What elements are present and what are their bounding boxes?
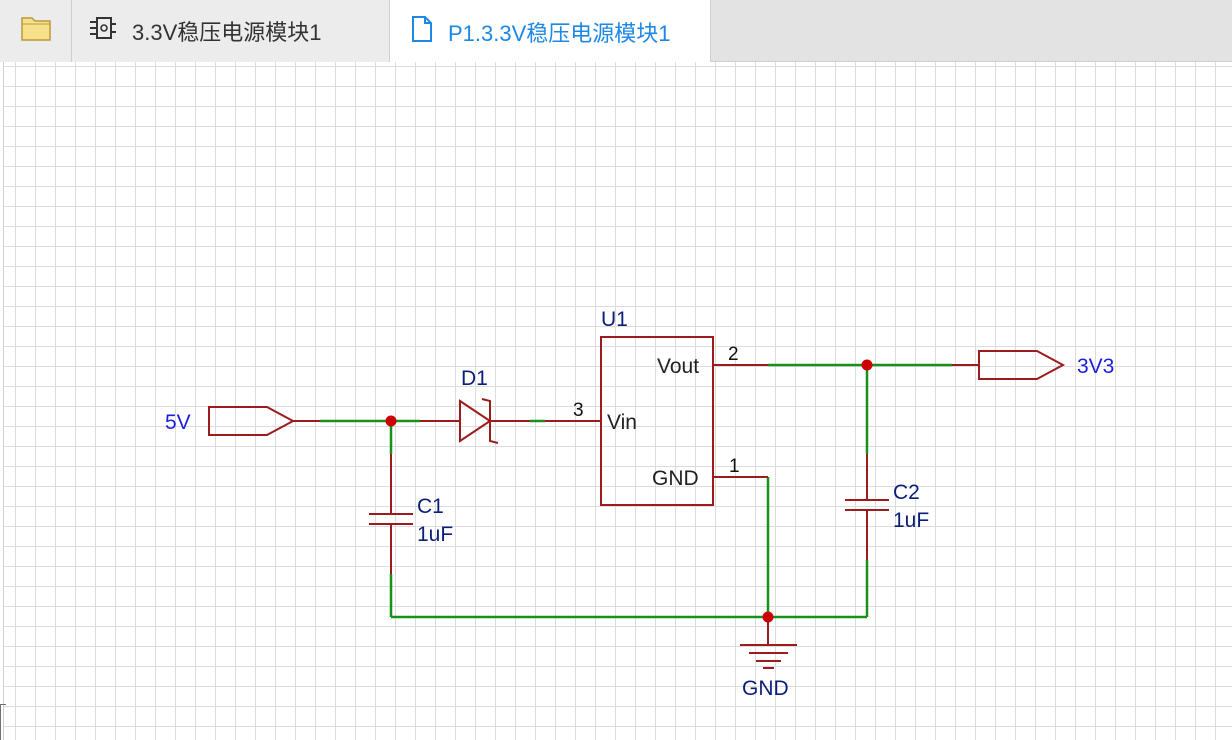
- junction-3v3: [861, 359, 873, 371]
- schematic-canvas[interactable]: [4, 62, 1232, 740]
- net-label-5v: 5V: [165, 411, 191, 434]
- pin-number-gnd: 1: [729, 456, 740, 477]
- tab-sheet-active[interactable]: P1.3.3V稳压电源模块1: [390, 0, 711, 63]
- pin-name-vin: Vin: [607, 411, 637, 434]
- tab-project-folder[interactable]: [0, 0, 72, 62]
- regulator-designator: U1: [601, 308, 628, 331]
- pin-name-vout: Vout: [657, 355, 699, 378]
- tab-label: 3.3V稳压电源模块1: [132, 20, 322, 45]
- folder-icon: [20, 13, 52, 49]
- tab-schematic[interactable]: 3.3V稳压电源模块1: [72, 0, 390, 62]
- port-5v-shape: [208, 406, 296, 436]
- left-edge: [0, 62, 4, 740]
- ground-label: GND: [742, 677, 789, 700]
- document-icon: [410, 15, 434, 49]
- pin-number-vout: 2: [728, 344, 739, 365]
- wires: [320, 363, 952, 619]
- c2-designator: C2: [893, 481, 920, 504]
- pin-number-vin: 3: [573, 400, 584, 421]
- diode-body: [459, 399, 492, 443]
- net-label-3v3: 3V3: [1077, 355, 1114, 378]
- tab-bar: 3.3V稳压电源模块1 P1.3.3V稳压电源模块1: [0, 0, 1232, 63]
- c1-designator: C1: [417, 495, 444, 518]
- c2-value: 1uF: [893, 509, 929, 532]
- junction-5v: [385, 415, 397, 427]
- diode-designator: D1: [461, 367, 488, 390]
- tab-label: P1.3.3V稳压电源模块1: [448, 20, 671, 46]
- schematic-icon: [88, 15, 118, 47]
- port-3v3-shape: [978, 350, 1066, 380]
- pin-name-gnd: GND: [652, 467, 699, 490]
- c1-value: 1uF: [417, 523, 453, 546]
- junction-gnd: [762, 611, 774, 623]
- resize-corner: [0, 704, 6, 740]
